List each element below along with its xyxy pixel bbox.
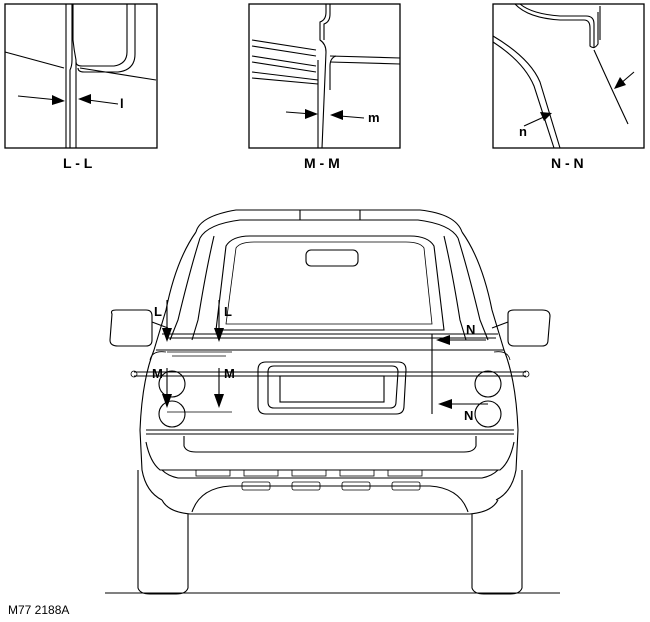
cut-marker-n: N N — [431, 322, 488, 423]
figure-reference-code: M77 2188A — [8, 603, 69, 617]
cut-marker-m: M M — [152, 366, 235, 413]
cut-label-l-right: L — [224, 304, 232, 319]
vehicle-rear-view — [105, 209, 560, 595]
section-caption-l-l: L - L — [63, 155, 93, 171]
section-caption-m-m: M - M — [304, 155, 340, 171]
cut-label-m-right: M — [224, 366, 235, 381]
cut-label-m-left: M — [152, 366, 163, 381]
dimension-label-l: l — [120, 96, 124, 111]
cut-label-n-top: N — [466, 322, 475, 337]
cut-label-l-left: L — [154, 304, 162, 319]
section-caption-n-n: N - N — [551, 155, 584, 171]
cut-label-n-bottom: N — [464, 408, 473, 423]
cut-marker-l: L L — [154, 300, 232, 357]
detail-view-n-n: n — [492, 3, 645, 149]
detail-view-m-m: m — [248, 3, 401, 149]
dimension-label-n: n — [519, 124, 527, 139]
detail-view-l-l: l — [4, 3, 158, 149]
dimension-label-m: m — [368, 110, 380, 125]
